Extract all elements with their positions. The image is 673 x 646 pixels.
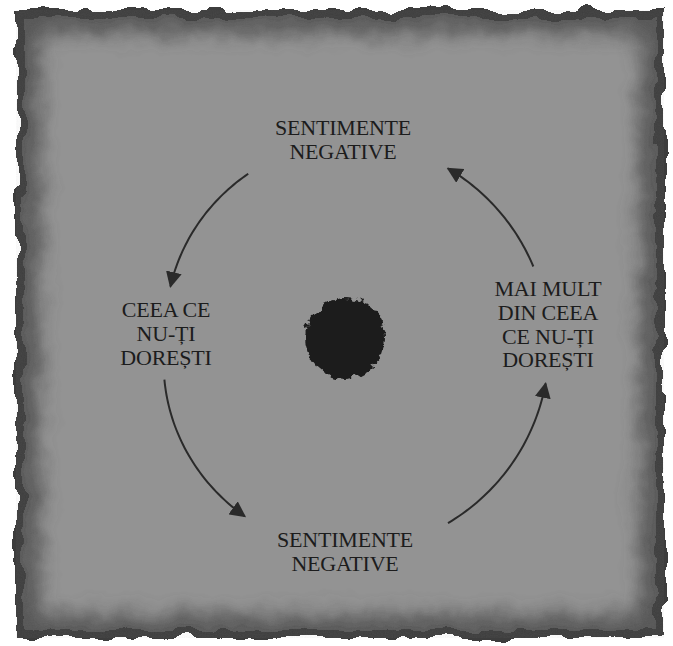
cycle-arrow — [164, 380, 244, 517]
step-text: SENTIMENTE NEGATIVE — [252, 116, 434, 164]
cycle-arrow — [448, 168, 533, 266]
canvas-texture — [16, 10, 664, 638]
cycle-step: SENTIMENTE NEGATIVE — [250, 526, 440, 578]
step-text: MAI MULT DIN CEEA CE NU-ȚI DOREȘTI — [490, 277, 607, 372]
paint-square — [16, 10, 664, 638]
step-text: CEEA CE NU-ȚI DOREȘTI — [108, 298, 225, 369]
cycle-step: CEEA CE NU-ȚI DOREȘTI — [104, 296, 229, 371]
paint-dark-edge — [16, 10, 664, 638]
cycle-step: SENTIMENTE NEGATIVE — [248, 114, 438, 166]
cycle-step: MAI MULT DIN CEEA CE NU-ȚI DOREȘTI — [486, 275, 611, 374]
paint-fill — [16, 10, 664, 638]
ink-blot — [305, 298, 385, 378]
step-text: SENTIMENTE NEGATIVE — [254, 528, 436, 576]
paint-brush-edge — [16, 10, 664, 638]
cycle-arrow — [170, 174, 248, 287]
cycle-arrow — [448, 384, 546, 524]
